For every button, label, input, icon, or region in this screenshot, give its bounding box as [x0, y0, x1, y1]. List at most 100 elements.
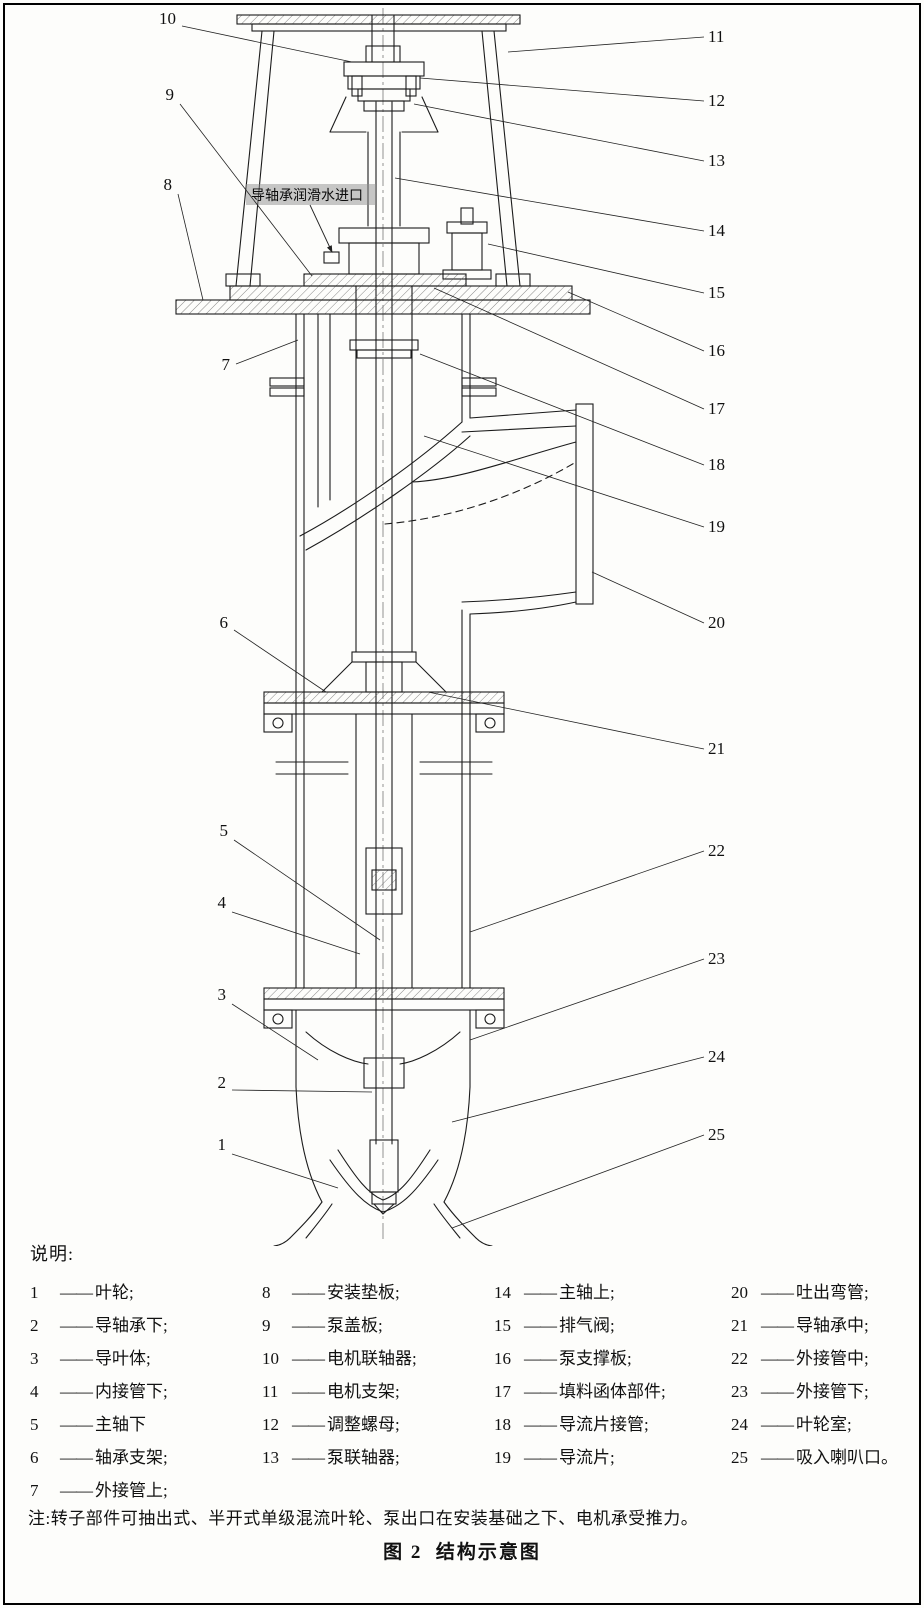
- leader-line-16: [567, 291, 705, 352]
- legend-item: 9——泵盖板;: [262, 1309, 494, 1342]
- legend-item: 8——安装垫板;: [262, 1276, 494, 1309]
- leader-line-21: [427, 691, 705, 750]
- leader-line-15: [487, 243, 705, 294]
- callout-number-15: 15: [708, 283, 725, 302]
- callout-number-4: 4: [218, 893, 227, 912]
- legend-item-number: 18: [494, 1415, 512, 1434]
- leader-line-4: [231, 911, 361, 955]
- legend-item-dash: ——: [60, 1349, 93, 1368]
- legend-item-number: 20: [730, 1283, 748, 1302]
- callout-number-3: 3: [218, 985, 227, 1004]
- legend-item-name: 叶轮;: [95, 1283, 134, 1302]
- leader-line-2: [231, 1089, 373, 1093]
- legend-item-dash: ——: [524, 1349, 557, 1368]
- leader-line-1: [231, 1153, 339, 1189]
- leader-line-19: [423, 435, 705, 528]
- callout-number-23: 23: [708, 949, 725, 968]
- legend-item-dash: ——: [524, 1316, 557, 1335]
- legend-item-number: 2: [30, 1316, 39, 1335]
- legend-item-name: 叶轮室;: [795, 1415, 852, 1434]
- legend-item-dash: ——: [760, 1415, 794, 1434]
- leader-line-17: [433, 287, 705, 410]
- legend-item-dash: ——: [60, 1316, 93, 1335]
- leader-lines: [177, 25, 705, 1229]
- callout-number-11: 11: [708, 27, 724, 46]
- pump-structure-diagram: 导轴承润滑水进口 1098765432111121314151617181920…: [159, 8, 726, 1246]
- callout-number-8: 8: [164, 175, 173, 194]
- legend-column: 20——吐出弯管;21——导轴承中;22——外接管中;23——外接管下;24——…: [731, 1276, 898, 1507]
- legend-item-dash: ——: [292, 1316, 325, 1335]
- lube-water-inlet-leader: [309, 204, 333, 253]
- legend-item-number: 23: [730, 1382, 748, 1401]
- legend-item: 5——主轴下: [30, 1408, 262, 1441]
- legend-item-name: 导轴承下;: [95, 1316, 168, 1335]
- legend-item-name: 排气阀;: [559, 1316, 615, 1335]
- leader-line-23: [469, 958, 705, 1041]
- legend-item: 1——叶轮;: [30, 1276, 262, 1309]
- legend-item-number: 6: [30, 1448, 39, 1467]
- leader-line-3: [231, 1003, 319, 1061]
- legend-item-dash: ——: [524, 1448, 557, 1467]
- legend-item-dash: ——: [60, 1415, 93, 1434]
- legend-item-number: 4: [30, 1382, 39, 1401]
- drawing-linework: [175, 14, 594, 1246]
- leader-line-14: [394, 177, 705, 232]
- legend-item: 22——外接管中;: [731, 1342, 898, 1375]
- leader-line-22: [469, 850, 705, 933]
- leader-line-13: [413, 103, 705, 162]
- leader-line-24: [451, 1056, 705, 1123]
- legend-item-dash: ——: [60, 1481, 93, 1500]
- leader-line-6: [233, 629, 327, 693]
- legend-item-number: 17: [494, 1382, 512, 1401]
- legend-item: 16——泵支撑板;: [494, 1342, 731, 1375]
- callout-number-10: 10: [159, 9, 176, 28]
- legend-item: 23 ——外接管下;: [731, 1375, 898, 1408]
- legend-item: 17 ——填料函体部件;: [494, 1375, 731, 1408]
- legend-item-number: 7: [30, 1481, 39, 1500]
- legend-item: 18——导流片接管;: [494, 1408, 731, 1441]
- legend-item-number: 11: [262, 1382, 279, 1401]
- legend-item-dash: ——: [292, 1448, 325, 1467]
- legend-item-name: 导叶体;: [95, 1349, 151, 1368]
- legend-item-number: 5: [30, 1415, 39, 1434]
- leader-line-10: [181, 25, 353, 63]
- legend-item: 7——外接管上;: [30, 1474, 262, 1507]
- legend-item-name: 外接管下;: [795, 1382, 869, 1401]
- legend-item-number: 19: [494, 1448, 512, 1467]
- legend-item-name: 轴承支架;: [95, 1448, 168, 1467]
- callout-number-25: 25: [708, 1125, 725, 1144]
- legend-item-number: 1: [30, 1283, 39, 1302]
- callout-number-12: 12: [708, 91, 725, 110]
- leader-line-5: [233, 839, 381, 941]
- legend-item-number: 22: [730, 1349, 748, 1368]
- legend-item-name: 安装垫板;: [327, 1283, 400, 1302]
- legend-item-dash: ——: [292, 1283, 325, 1302]
- legend-item-number: 12: [262, 1415, 280, 1434]
- legend-item-dash: ——: [524, 1382, 557, 1401]
- callout-number-22: 22: [708, 841, 725, 860]
- legend-item-dash: ——: [524, 1415, 557, 1434]
- leader-line-8: [177, 193, 204, 301]
- figure-title: 图 2 结构示意图: [383, 1542, 541, 1563]
- legend-item-name: 填料函体部件;: [559, 1382, 666, 1401]
- legend-item-name: 导流片;: [559, 1448, 615, 1467]
- callout-number-1: 1: [218, 1135, 227, 1154]
- legend-item-number: 14: [494, 1283, 512, 1302]
- legend-item-number: 9: [262, 1316, 271, 1335]
- leader-line-20: [591, 571, 705, 624]
- legend-item-name: 泵支撑板;: [559, 1349, 632, 1368]
- leader-line-7: [235, 339, 299, 365]
- legend-item: 11——电机支架;: [262, 1375, 494, 1408]
- legend-heading: 说明:: [30, 1244, 75, 1264]
- legend-item: 10——电机联轴器;: [262, 1342, 494, 1375]
- legend-item-dash: ——: [760, 1382, 794, 1401]
- callout-number-5: 5: [220, 821, 229, 840]
- legend-item-name: 内接管下;: [95, 1382, 168, 1401]
- legend-item: 13——泵联轴器;: [262, 1441, 494, 1474]
- legend-item-dash: ——: [292, 1349, 325, 1368]
- legend-item-name: 泵联轴器;: [327, 1448, 400, 1467]
